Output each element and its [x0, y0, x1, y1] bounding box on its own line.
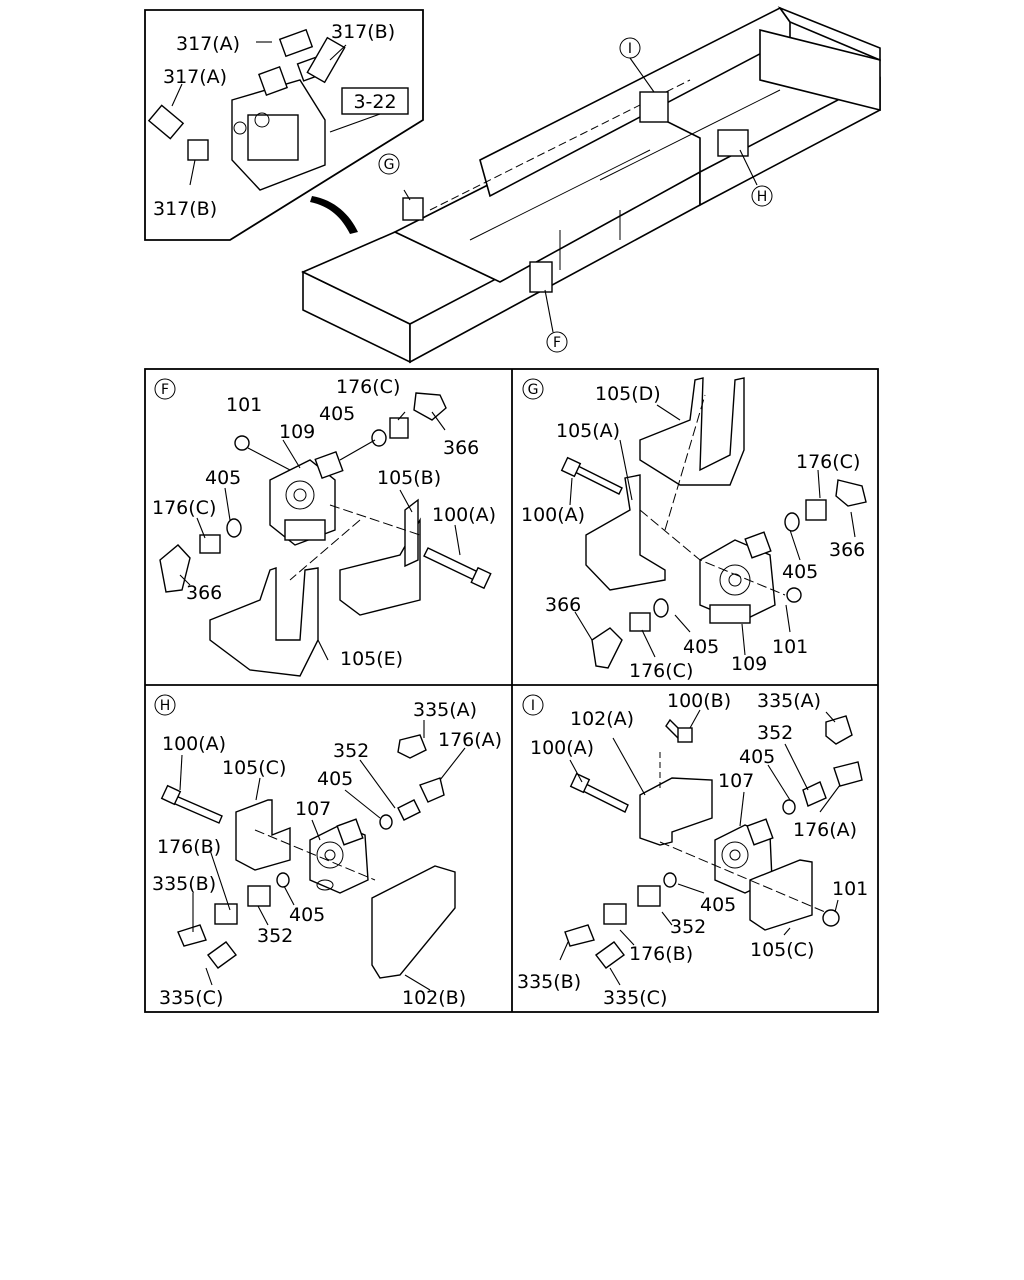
- label-352: 352: [333, 740, 369, 762]
- label-335a: 335(A): [413, 699, 477, 721]
- label-335a: 335(A): [757, 690, 821, 712]
- label-405: 405: [683, 636, 719, 658]
- label-366: 366: [829, 539, 865, 561]
- panel-i-marker: I: [531, 698, 535, 714]
- panel-g-marker: G: [528, 382, 539, 398]
- inset-label-317a-top: 317(A): [176, 33, 240, 55]
- label-335c: 335(C): [603, 987, 667, 1009]
- panel-f: F 176(C) 101: [152, 376, 496, 677]
- label-352: 352: [670, 916, 706, 938]
- label-352: 352: [757, 722, 793, 744]
- label-101: 101: [226, 394, 262, 416]
- label-100a: 100(A): [432, 504, 496, 526]
- label-366: 366: [443, 437, 479, 459]
- label-105d: 105(D): [595, 383, 661, 405]
- label-352: 352: [257, 925, 293, 947]
- panel-g: G 105(D) 105: [521, 377, 867, 682]
- label-100a: 100(A): [521, 504, 585, 526]
- label-176c: 176(C): [152, 497, 216, 519]
- label-176c: 176(C): [336, 376, 400, 398]
- label-335c: 335(C): [159, 987, 223, 1009]
- label-100a: 100(A): [530, 737, 594, 759]
- label-335b: 335(B): [517, 971, 581, 993]
- label-405: 405: [317, 768, 353, 790]
- label-366: 366: [545, 594, 581, 616]
- label-101: 101: [772, 636, 808, 658]
- panel-i: I: [517, 690, 868, 1009]
- label-366: 366: [186, 582, 222, 604]
- label-105c: 105(C): [750, 939, 814, 961]
- label-101: 101: [832, 878, 868, 900]
- label-105c: 105(C): [222, 757, 286, 779]
- panel-h: H: [152, 694, 502, 1009]
- label-176b: 176(B): [157, 836, 221, 858]
- label-105e: 105(E): [340, 648, 403, 670]
- chassis-frame: I G H F: [301, 6, 881, 364]
- label-405: 405: [739, 746, 775, 768]
- label-109: 109: [279, 421, 315, 443]
- label-100a: 100(A): [162, 733, 226, 755]
- callout-i: I: [628, 41, 632, 57]
- inset-detail: 3-22 317(A) 317(B) 317(A) 317(B): [144, 9, 424, 241]
- label-105a: 105(A): [556, 420, 620, 442]
- label-335b: 335(B): [152, 873, 216, 895]
- label-176a: 176(A): [438, 729, 502, 751]
- label-405: 405: [700, 894, 736, 916]
- label-176c: 176(C): [629, 660, 693, 682]
- label-176b: 176(B): [629, 943, 693, 965]
- panel-h-marker: H: [160, 698, 171, 714]
- callout-f: F: [553, 335, 561, 351]
- label-107: 107: [718, 770, 754, 792]
- label-102a: 102(A): [570, 708, 634, 730]
- callout-h: H: [757, 189, 768, 205]
- label-405: 405: [319, 403, 355, 425]
- inset-label-317b-top: 317(B): [331, 21, 395, 43]
- panel-f-marker: F: [161, 382, 169, 398]
- label-405: 405: [205, 467, 241, 489]
- label-176c: 176(C): [796, 451, 860, 473]
- label-176a: 176(A): [793, 819, 857, 841]
- callout-g: G: [384, 157, 395, 173]
- inset-label-317b-bottom: 317(B): [153, 198, 217, 220]
- label-405: 405: [289, 904, 325, 926]
- label-102b: 102(B): [402, 987, 466, 1009]
- label-107: 107: [295, 798, 331, 820]
- label-100b: 100(B): [667, 690, 731, 712]
- label-105b: 105(B): [377, 467, 441, 489]
- label-109: 109: [731, 653, 767, 675]
- inset-label-317a-left: 317(A): [163, 66, 227, 88]
- inset-ref-label: 3-22: [353, 91, 396, 113]
- label-405: 405: [782, 561, 818, 583]
